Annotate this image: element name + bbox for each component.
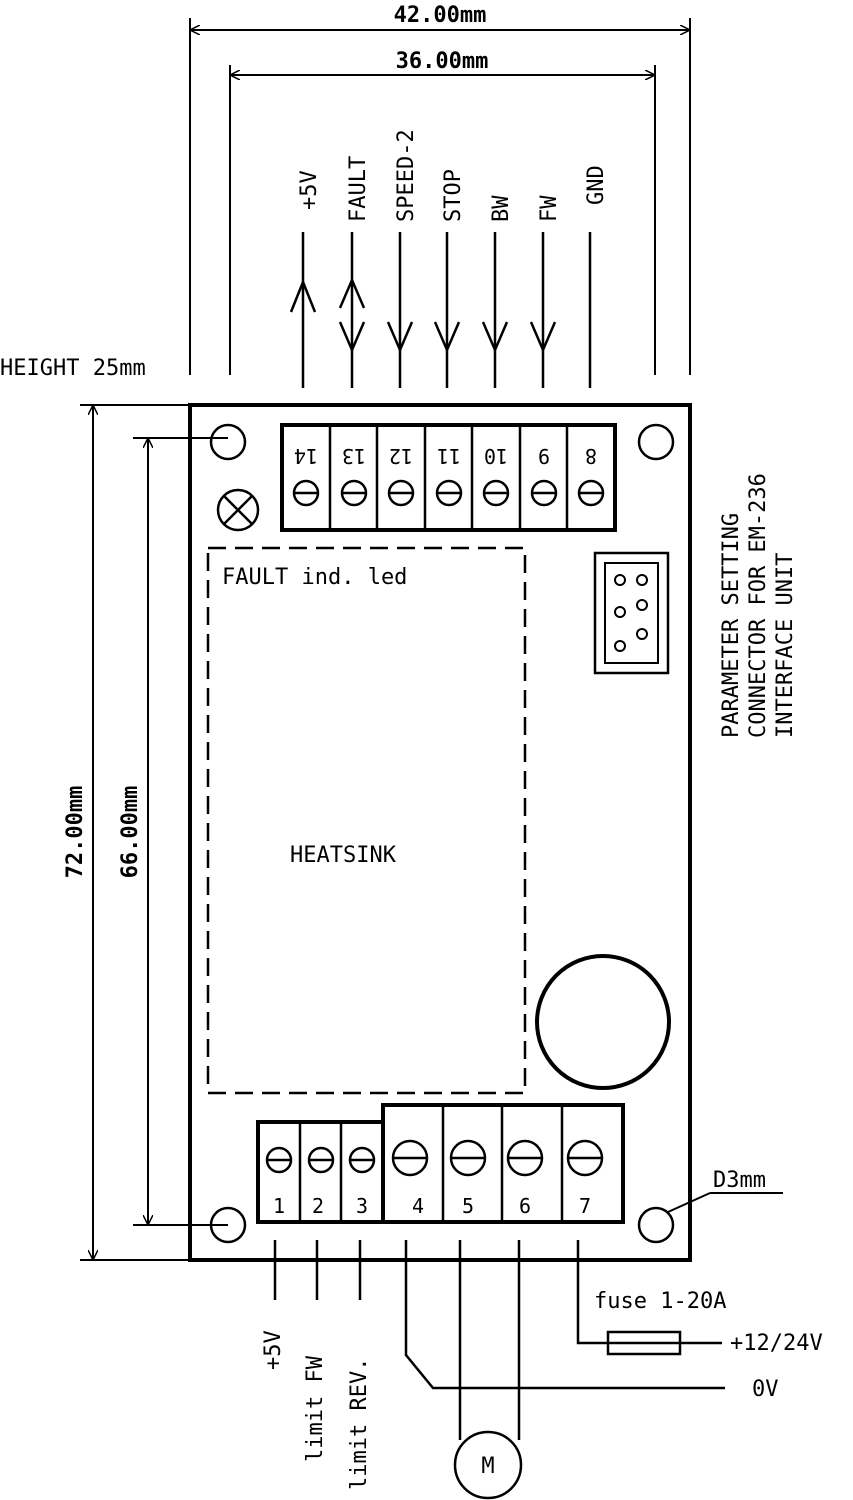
fault-led-icon bbox=[216, 488, 260, 532]
signal-label-gnd: GND bbox=[584, 165, 609, 205]
hole-diameter-callout: D3mm bbox=[667, 1168, 783, 1213]
bottom-label-5v: +5V bbox=[261, 1330, 286, 1370]
supply-label: +12/24V bbox=[730, 1331, 823, 1356]
height-outer-label: 72.00mm bbox=[63, 786, 88, 879]
fault-led-label: FAULT ind. led bbox=[222, 565, 407, 590]
param-label-line3: INTERFACE UNIT bbox=[773, 553, 798, 738]
mounting-hole-bottom-right bbox=[637, 1206, 675, 1244]
svg-text:2: 2 bbox=[312, 1194, 324, 1218]
bottom-terminal-1: 1 bbox=[265, 1146, 293, 1218]
signal-label-speed-2: SPEED-2 bbox=[394, 129, 419, 222]
svg-text:1: 1 bbox=[273, 1194, 285, 1218]
hole-diameter-label: D3mm bbox=[713, 1168, 766, 1193]
signal-label-stop: STOP bbox=[441, 169, 466, 222]
svg-text:3: 3 bbox=[356, 1194, 368, 1218]
width-inner-label: 36.00mm bbox=[396, 49, 489, 74]
svg-text:14: 14 bbox=[294, 444, 318, 468]
svg-text:12: 12 bbox=[389, 444, 413, 468]
top-terminal-9: 9 bbox=[530, 444, 558, 507]
bottom-wiring bbox=[273, 1240, 725, 1440]
board-height-label: HEIGHT 25mm bbox=[0, 356, 146, 381]
width-dimension-inner: 36.00mm bbox=[229, 49, 656, 375]
width-outer-label: 42.00mm bbox=[394, 3, 487, 28]
svg-text:5: 5 bbox=[462, 1194, 474, 1218]
heatsink-area bbox=[206, 546, 527, 1095]
motor-label: M bbox=[481, 1454, 494, 1479]
top-terminal-14: 14 bbox=[292, 444, 320, 507]
bottom-label-limit-rev: limit REV. bbox=[347, 1358, 372, 1490]
svg-text:13: 13 bbox=[342, 444, 366, 468]
bottom-terminal-block: 1 2 3 4 5 6 7 bbox=[256, 1103, 625, 1224]
height-dimension-inner: 66.00mm bbox=[118, 437, 228, 1226]
top-terminal-13: 13 bbox=[340, 444, 368, 507]
svg-text:10: 10 bbox=[484, 444, 508, 468]
bottom-terminal-7: 7 bbox=[566, 1139, 604, 1218]
mounting-hole-top-left bbox=[209, 423, 247, 461]
bottom-terminal-5: 5 bbox=[449, 1139, 487, 1218]
top-terminal-11: 11 bbox=[435, 444, 463, 507]
bottom-terminal-4: 4 bbox=[391, 1139, 429, 1218]
heatsink-label: HEATSINK bbox=[290, 843, 397, 868]
top-terminal-12: 12 bbox=[387, 444, 415, 507]
signal-label-5v: +5V bbox=[297, 170, 322, 210]
signal-label-fw: FW bbox=[537, 195, 562, 222]
height-inner-label: 66.00mm bbox=[118, 786, 143, 879]
svg-text:7: 7 bbox=[579, 1194, 591, 1218]
parameter-connector bbox=[593, 551, 670, 675]
signal-label-fault: FAULT bbox=[346, 156, 371, 222]
svg-text:6: 6 bbox=[519, 1194, 531, 1218]
param-label-line1: PARAMETER SETTING bbox=[719, 513, 744, 738]
ground-label: 0V bbox=[752, 1377, 779, 1402]
top-terminal-8: 8 bbox=[577, 444, 605, 507]
svg-text:9: 9 bbox=[538, 444, 550, 468]
bottom-terminal-3: 3 bbox=[348, 1146, 376, 1218]
board-outline bbox=[188, 403, 692, 1262]
svg-text:11: 11 bbox=[437, 444, 461, 468]
svg-text:8: 8 bbox=[585, 444, 597, 468]
mounting-hole-bottom-left bbox=[209, 1206, 247, 1244]
svg-text:4: 4 bbox=[412, 1194, 424, 1218]
capacitor bbox=[535, 954, 671, 1090]
top-terminal-10: 10 bbox=[482, 444, 510, 507]
bottom-label-limit-fw: limit FW bbox=[303, 1355, 328, 1462]
signal-label-bw: BW bbox=[489, 195, 514, 222]
param-label-line2: CONNECTOR FOR EM-236 bbox=[746, 473, 771, 738]
height-dimension-outer: 72.00mm bbox=[63, 404, 190, 1261]
top-signal-wires bbox=[289, 232, 592, 388]
motor-icon bbox=[453, 1430, 523, 1500]
bottom-terminal-6: 6 bbox=[506, 1139, 544, 1218]
bottom-terminal-2: 2 bbox=[307, 1146, 335, 1218]
fuse-label: fuse 1-20A bbox=[594, 1289, 726, 1314]
top-terminal-block: 14 13 12 11 10 9 8 bbox=[280, 423, 617, 532]
width-dimension-outer: 42.00mm bbox=[189, 3, 691, 375]
mounting-hole-top-right bbox=[637, 423, 675, 461]
